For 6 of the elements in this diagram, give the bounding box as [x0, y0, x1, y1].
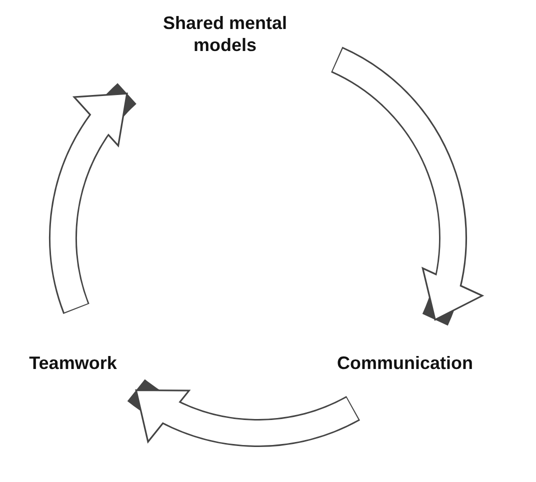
node-label: Communication: [330, 352, 480, 374]
curved-arrow: [128, 378, 360, 447]
curved-arrow: [49, 84, 138, 314]
node-label: Teamwork: [8, 352, 138, 374]
node-label: Shared mental models: [150, 12, 300, 56]
curved-arrow: [330, 47, 482, 325]
